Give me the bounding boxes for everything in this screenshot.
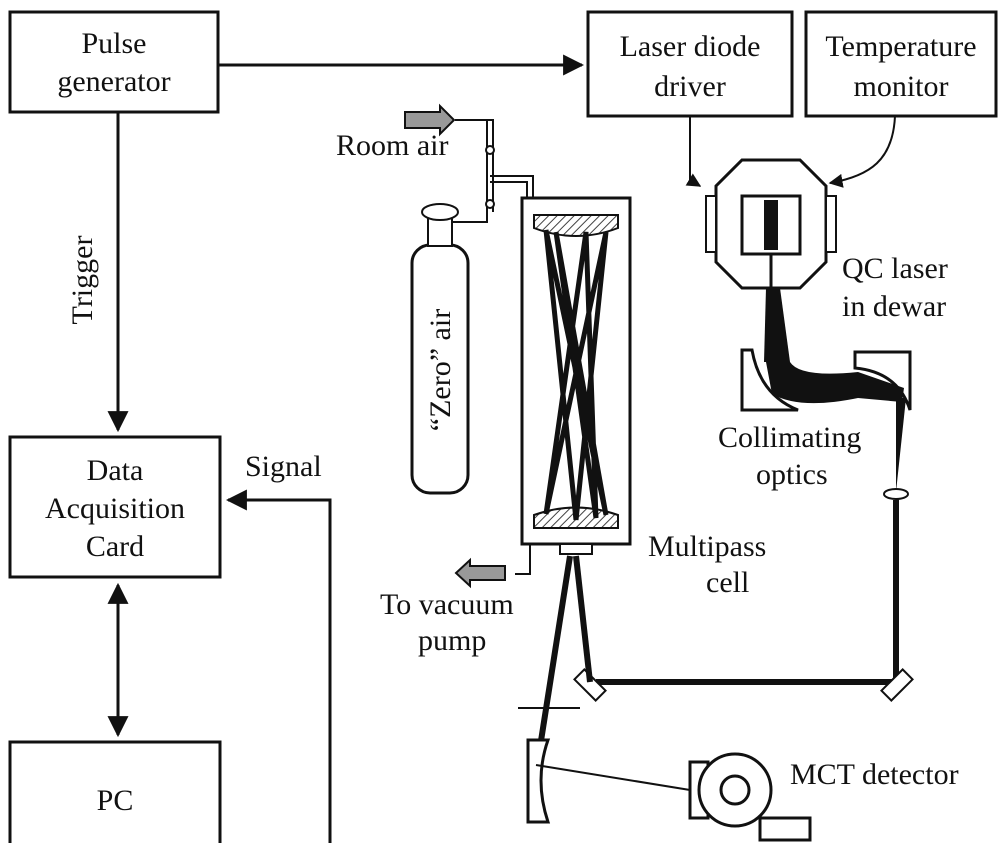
room-air-valve-icon <box>485 145 495 155</box>
multipass-cell: Multipass cell <box>520 196 766 599</box>
qc-laser-label-line2: in dewar <box>842 290 946 323</box>
detector-element <box>719 774 751 806</box>
beam-to-detector <box>535 764 691 791</box>
vacuum-line <box>515 544 531 575</box>
room-air-line <box>455 119 488 215</box>
signal-arrow <box>225 489 332 843</box>
cell-beam-pattern <box>543 229 609 521</box>
detector-base <box>758 816 812 842</box>
pulse-generator-label-line2: generator <box>57 65 170 98</box>
zero-air-cylinder: “Zero” air <box>410 203 470 495</box>
pulse-generator-box: Pulse generator <box>8 10 220 114</box>
daq-label-line2: Acquisition <box>45 492 185 525</box>
fold-mirror-right <box>880 668 914 702</box>
dewar-port-right <box>825 195 837 253</box>
collimating-optics-label-line1: Collimating <box>718 421 861 454</box>
collimated-beam <box>766 362 904 404</box>
to-vacuum-label-line1: To vacuum <box>380 588 514 621</box>
cell-top-mirror <box>533 214 619 237</box>
zero-air-label: “Zero” air <box>424 309 457 431</box>
daq-label-line1: Data <box>87 454 144 487</box>
dewar-port-left <box>705 195 717 253</box>
signal-label: Signal <box>245 450 322 483</box>
detector-focusing-mirror <box>526 738 551 824</box>
room-air-arrow-icon <box>404 103 456 137</box>
collimating-optics-label-line2: optics <box>756 458 828 491</box>
collimating-mirror-left <box>740 348 799 412</box>
collimating-optics: Collimating optics <box>718 348 912 492</box>
gas-to-cell-line-inner <box>490 181 528 200</box>
pc-box: PC <box>8 740 222 843</box>
beam-into-cell <box>573 555 593 683</box>
pulse-generator-label-line1: Pulse <box>81 27 146 60</box>
temperature-monitor-label-line1: Temperature <box>825 30 976 63</box>
laser-diode-driver-label-line1: Laser diode <box>620 30 761 63</box>
laser-diode-driver-box: Laser diode driver <box>586 10 794 118</box>
room-air-inlet: Room air <box>336 103 456 162</box>
temperature-monitor-label-line2: monitor <box>854 70 949 103</box>
qc-laser-dewar: QC laser in dewar <box>705 158 948 323</box>
cylinder-to-manifold-line <box>440 208 488 223</box>
trigger-label: Trigger <box>66 236 99 325</box>
data-acquisition-card-box: Data Acquisition Card <box>8 435 222 579</box>
cylinder-neck <box>427 217 453 247</box>
pc-label: PC <box>97 784 134 817</box>
mct-detector: MCT detector <box>688 752 959 842</box>
fold-mirror-left <box>573 668 607 702</box>
qc-laser-chip <box>764 200 778 250</box>
collimating-mirror-right <box>853 350 912 411</box>
daq-label-line3: Card <box>86 530 144 563</box>
mct-detector-label: MCT detector <box>790 758 959 791</box>
multipass-cell-label-line1: Multipass <box>648 530 766 563</box>
cell-window <box>559 543 593 555</box>
zero-air-valve-icon <box>485 199 495 209</box>
beam-out-of-cell <box>535 555 573 761</box>
driver-to-laser-lead <box>685 116 702 187</box>
diverging-beam <box>764 288 790 362</box>
focusing-beam <box>896 398 906 492</box>
vacuum-arrow-icon <box>454 557 506 589</box>
focusing-lens-icon <box>883 488 909 500</box>
room-air-label: Room air <box>336 129 449 162</box>
multipass-cell-label-line2: cell <box>706 566 749 599</box>
room-air-line-outer <box>462 119 494 212</box>
gas-to-cell-line <box>490 175 534 200</box>
temperature-monitor-box: Temperature monitor <box>804 10 998 118</box>
monitor-to-laser-lead <box>828 115 896 188</box>
to-vacuum-label-line2: pump <box>418 624 486 657</box>
laser-diode-driver-label-line2: driver <box>654 70 726 103</box>
qc-laser-label-line1: QC laser <box>842 252 948 285</box>
cylinder-valve-icon <box>421 203 459 221</box>
